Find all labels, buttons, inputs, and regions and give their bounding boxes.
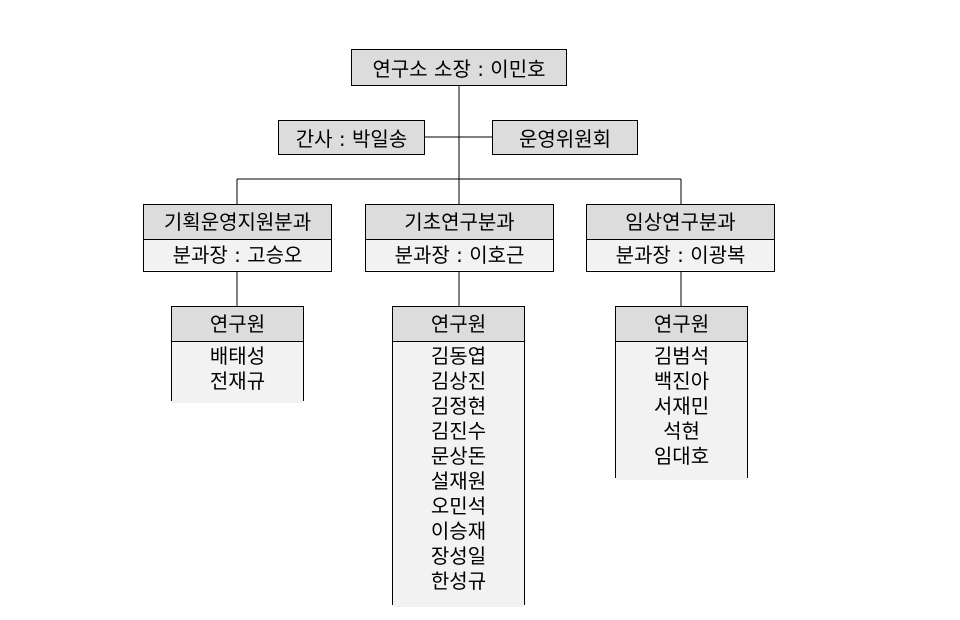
director-box: 연구소 소장 : 이민호 <box>351 49 567 86</box>
member: 김정현 <box>430 394 487 418</box>
division-planning-head: 분과장 : 고승오 <box>144 240 331 270</box>
member: 김동엽 <box>430 344 487 368</box>
member: 백진아 <box>653 369 710 393</box>
division-clinical-research-head: 분과장 : 이광복 <box>587 240 774 270</box>
secretary-label: 간사 : 박일송 <box>295 127 408 151</box>
member: 김진수 <box>430 419 487 443</box>
member: 설재원 <box>430 469 487 493</box>
committee-box: 운영위원회 <box>492 120 638 155</box>
member: 전재규 <box>209 369 266 393</box>
team-basic-research: 연구원 김동엽 김상진 김정현 김진수 문상돈 설재원 오민석 이승재 장성일 … <box>392 306 525 607</box>
member: 김범석 <box>653 344 710 368</box>
member: 장성일 <box>430 544 487 568</box>
member: 김상진 <box>430 369 487 393</box>
team-clinical-research: 연구원 김범석 백진아 서재민 석현 임대호 <box>615 306 748 480</box>
director-label: 연구소 소장 : 이민호 <box>372 57 546 81</box>
division-clinical-research-name: 임상연구분과 <box>587 205 774 240</box>
division-basic-research-head: 분과장 : 이호근 <box>366 240 553 270</box>
member: 이승재 <box>430 519 487 543</box>
committee-label: 운영위원회 <box>519 127 611 151</box>
member: 배태성 <box>209 344 266 368</box>
team-planning-members: 배태성 전재규 <box>172 342 303 403</box>
member: 서재민 <box>653 394 710 418</box>
member: 석현 <box>663 419 700 443</box>
member: 문상돈 <box>430 444 487 468</box>
team-basic-research-label: 연구원 <box>393 307 524 342</box>
member: 임대호 <box>653 444 710 468</box>
team-clinical-research-members: 김범석 백진아 서재민 석현 임대호 <box>616 342 747 480</box>
team-basic-research-members: 김동엽 김상진 김정현 김진수 문상돈 설재원 오민석 이승재 장성일 한성규 <box>393 342 524 607</box>
division-clinical-research: 임상연구분과 분과장 : 이광복 <box>586 204 775 272</box>
secretary-box: 간사 : 박일송 <box>278 120 425 155</box>
division-basic-research: 기초연구분과 분과장 : 이호근 <box>365 204 554 272</box>
team-clinical-research-label: 연구원 <box>616 307 747 342</box>
division-basic-research-name: 기초연구분과 <box>366 205 553 240</box>
division-planning: 기획운영지원분과 분과장 : 고승오 <box>143 204 332 272</box>
team-planning: 연구원 배태성 전재규 <box>171 306 304 403</box>
member: 한성규 <box>430 569 487 593</box>
team-planning-label: 연구원 <box>172 307 303 342</box>
division-planning-name: 기획운영지원분과 <box>144 205 331 240</box>
member: 오민석 <box>430 494 487 518</box>
